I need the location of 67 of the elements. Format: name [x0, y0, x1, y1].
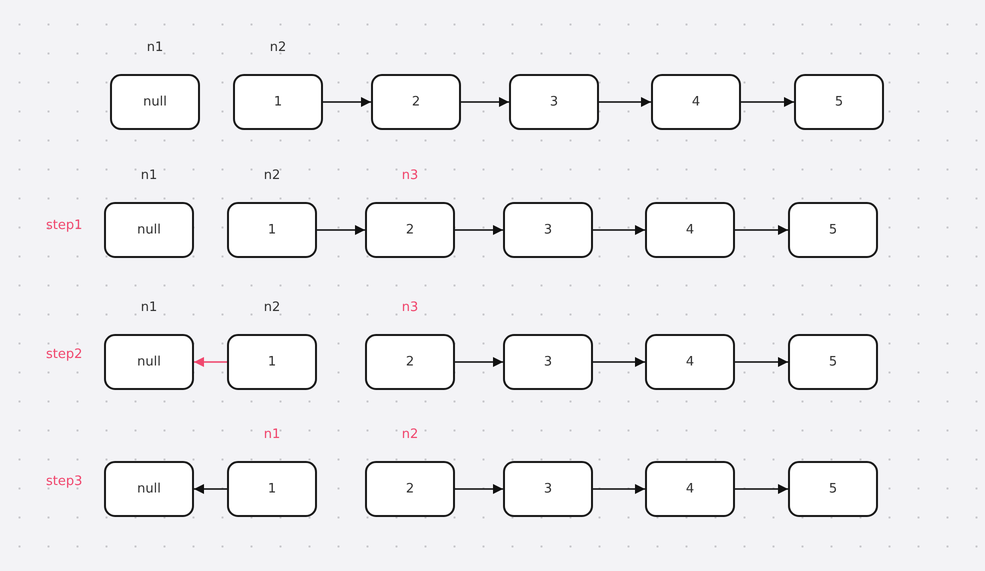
arrow [317, 225, 365, 235]
node-value: null [136, 222, 162, 238]
arrow [593, 357, 645, 367]
step-label: step2 [46, 347, 82, 362]
node-value: 2 [404, 354, 416, 370]
node-value: 1 [266, 482, 278, 496]
arrow [455, 357, 503, 367]
list-node-box [509, 74, 599, 130]
list-node-box [788, 202, 878, 258]
list-node-box [651, 74, 741, 130]
node-value: null [136, 354, 162, 370]
node-value: 2 [404, 222, 416, 238]
pointer-label: n3 [402, 300, 418, 315]
pointer-label: n2 [402, 427, 418, 442]
pointer-label: n3 [402, 168, 418, 183]
pointer-label: n1 [146, 40, 164, 55]
pointer-label: n2 [270, 40, 286, 55]
arrow [735, 357, 788, 367]
node-value: 4 [684, 354, 696, 370]
list-node-box [645, 202, 735, 258]
node-value: 5 [828, 482, 838, 496]
list-node-box [503, 461, 593, 517]
list-node-box [794, 74, 884, 130]
arrow [194, 357, 227, 367]
node-value: null [136, 482, 162, 496]
arrow [741, 97, 794, 107]
node-value: 4 [684, 222, 696, 238]
list-node-box [645, 461, 735, 517]
pointer-label: n1 [264, 427, 280, 442]
arrow [593, 225, 645, 235]
pointer-label: n2 [264, 300, 280, 315]
list-node-box [788, 461, 878, 517]
node-value: 1 [266, 222, 278, 238]
arrow [455, 484, 503, 494]
node-value: 2 [410, 94, 422, 110]
list-node-box [104, 461, 194, 517]
step-label: step1 [46, 218, 82, 233]
node-value: 3 [548, 94, 560, 110]
node-value: 5 [828, 354, 838, 370]
node-value: 4 [690, 94, 702, 110]
list-node-box [503, 202, 593, 258]
arrow [735, 484, 788, 494]
list-node-box [371, 74, 461, 130]
pointer-label: n1 [140, 168, 158, 183]
node-value: null [142, 94, 168, 110]
node-value: 3 [542, 222, 554, 238]
pointer-label: n2 [264, 168, 280, 183]
node-value: 3 [542, 482, 554, 496]
node-value: 5 [828, 222, 838, 238]
node-value: 5 [834, 94, 844, 110]
arrow [599, 97, 651, 107]
list-node-box [788, 334, 878, 390]
node-value: 4 [684, 482, 696, 496]
node-value: 1 [266, 354, 278, 370]
node-value: 3 [542, 354, 554, 370]
arrow [194, 484, 227, 494]
arrow [735, 225, 788, 235]
arrow [323, 97, 371, 107]
pointer-label: n1 [140, 300, 158, 315]
arrow [455, 225, 503, 235]
node-value: 2 [404, 482, 416, 496]
list-node-box [503, 334, 593, 390]
node-value: 1 [272, 94, 284, 110]
arrow [461, 97, 509, 107]
step-label: step3 [46, 474, 82, 489]
list-node-box [645, 334, 735, 390]
arrow [593, 484, 645, 494]
